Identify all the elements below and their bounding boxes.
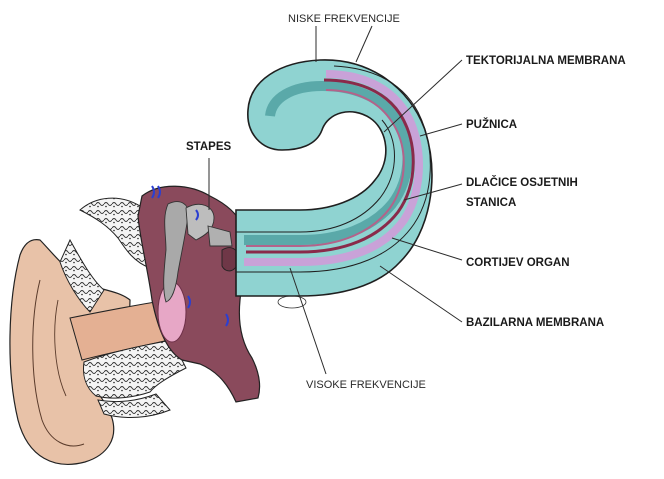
label-tektorijalna-membrana: TEKTORIJALNA MEMBRANA xyxy=(466,55,626,67)
label-bazilarna-membrana: BAZILARNA MEMBRANA xyxy=(466,317,604,329)
label-puznica: PUŽNICA xyxy=(466,118,517,131)
label-visoke-frekvencije: VISOKE FREKVENCIJE xyxy=(306,379,426,391)
cochlea xyxy=(236,60,432,308)
label-dlacice-line1: DLAČICE OSJETNIH xyxy=(466,176,578,189)
label-stapes: STAPES xyxy=(186,141,231,153)
label-niske-frekvencije: NISKE FREKVENCIJE xyxy=(288,13,400,25)
label-dlacice-line2: STANICA xyxy=(466,197,516,209)
label-cortijev-organ: CORTIJEV ORGAN xyxy=(466,257,570,269)
